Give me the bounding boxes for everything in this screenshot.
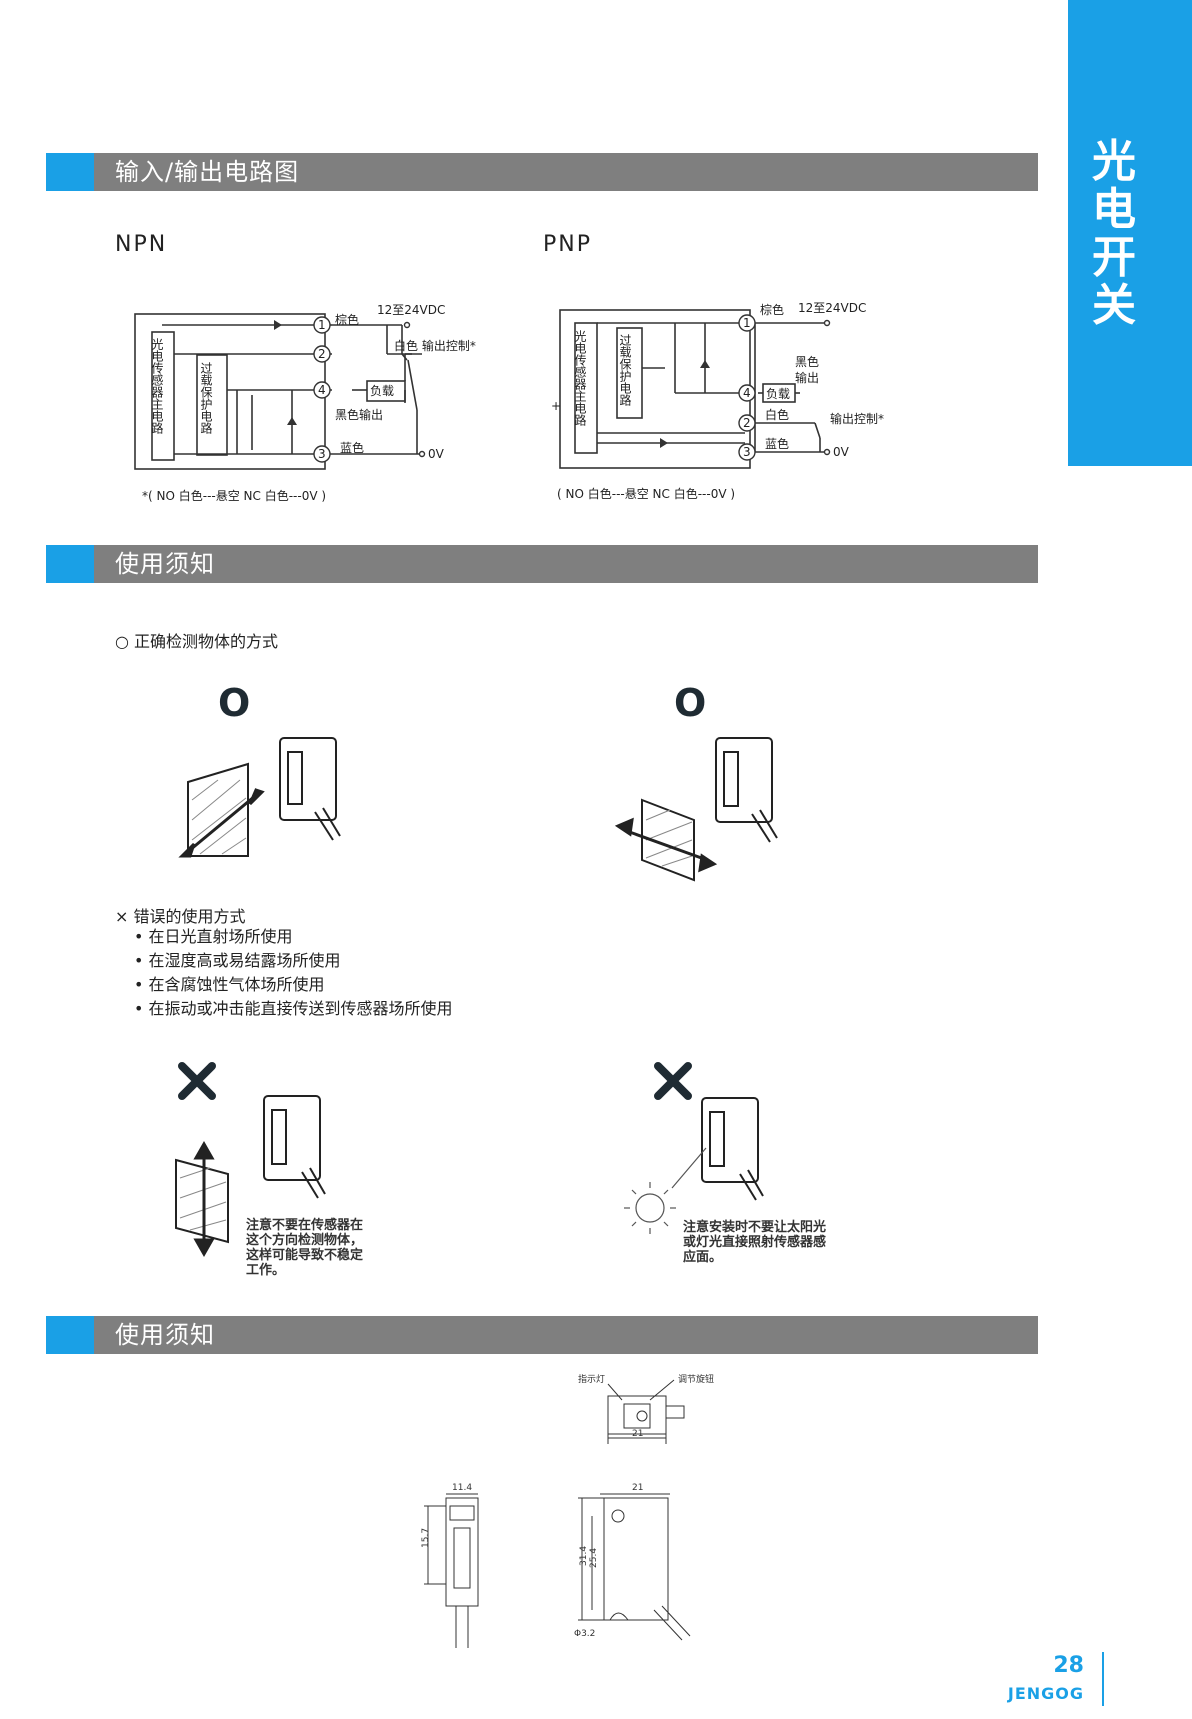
- pnp-pin-2: 2: [743, 416, 751, 430]
- pnp-note: ( NO 白色---悬空 NC 白色---0V ): [557, 486, 735, 501]
- npn-note: *( NO 白色---悬空 NC 白色---0V ): [142, 488, 326, 503]
- note-line: 注意安装时不要让太阳光: [683, 1220, 827, 1235]
- npn-load: 负载: [370, 384, 394, 398]
- npn-wire-brown: 棕色: [335, 312, 359, 327]
- pnp-load: 负载: [766, 387, 790, 401]
- note-line: 这样可能导致不稳定: [246, 1248, 364, 1263]
- npn-block-protect: 过载保护电路: [199, 362, 213, 435]
- wrong-note-1: 注意不要在传感器在 这个方向检测物体， 这样可能导致不稳定 工作。: [246, 1218, 363, 1278]
- pnp-pin-3: 3: [743, 445, 751, 459]
- npn-pin-1: 1: [318, 318, 326, 332]
- wrong-illustration-2: [624, 1062, 764, 1234]
- list-item: • 在含腐蚀性气体场所使用: [134, 975, 325, 994]
- dim-width-top: 21: [632, 1429, 643, 1439]
- side-tab: [1068, 0, 1192, 466]
- npn-supply: 12至24VDC: [377, 303, 445, 317]
- list-item: • 在振动或冲击能直接传送到传感器场所使用: [134, 999, 453, 1018]
- section-title-usage-2: 使用须知: [115, 1321, 215, 1349]
- side-tab-char: 关: [1092, 280, 1136, 331]
- knob-label: 调节旋钮: [678, 1373, 714, 1385]
- pnp-0v: 0V: [833, 445, 850, 459]
- pnp-circuit-diagram: 1 4 2 3 棕色 12至24VDC 黑色 输出 负载 白色 蓝色 输出控制*…: [551, 301, 884, 501]
- brand-name: JENGOG: [1007, 1684, 1084, 1703]
- side-tab-char: 开: [1092, 232, 1136, 283]
- dimension-front-view: 21 31.4 25.4 Φ3.2: [574, 1483, 691, 1641]
- side-tab-char: 电: [1092, 184, 1136, 235]
- indicator-label: 指示灯: [578, 1373, 605, 1385]
- correct-mark-icon: O: [218, 681, 250, 725]
- correct-illustration-2: O: [614, 681, 778, 882]
- page-rule: [1102, 1652, 1104, 1706]
- list-item: • 在日光直射场所使用: [134, 927, 293, 946]
- dimension-side-view: 11.4 15.7: [421, 1483, 479, 1648]
- side-tab-title: 光 电 开 关: [1086, 138, 1142, 330]
- list-item: • 在湿度高或易结露场所使用: [134, 951, 341, 970]
- correct-illustration-1: O: [178, 681, 341, 858]
- correct-heading: ○ 正确检测物体的方式: [115, 632, 279, 651]
- dim-31-4: 31.4: [579, 1546, 589, 1566]
- side-tab-char: 光: [1092, 136, 1136, 187]
- npn-wire-white: 白色 输出控制*: [394, 338, 476, 353]
- npn-label: NPN: [115, 232, 168, 257]
- pnp-wire-white: 白色: [765, 407, 789, 422]
- section-accent: [46, 1316, 94, 1354]
- pnp-plus: +: [551, 399, 561, 413]
- note-line: 应面。: [683, 1250, 723, 1265]
- wrong-heading: × 错误的使用方式: [115, 907, 246, 926]
- section-bar-usage: 使用须知: [46, 545, 1038, 583]
- npn-circuit-diagram: 1 2 4 3 棕色 12至24VDC 白色 输出控制* 负载 黑色输出 蓝色 …: [134, 303, 476, 503]
- sun-icon: [624, 1147, 707, 1234]
- section-accent: [46, 545, 94, 583]
- pnp-pin-1: 1: [743, 316, 751, 330]
- wrong-x-icon: [178, 1062, 216, 1100]
- pnp-block-main: 光电传感器主电路: [573, 330, 587, 427]
- section-title-usage: 使用须知: [115, 550, 215, 578]
- wrong-note-2: 注意安装时不要让太阳光 或灯光直接照射传感器感 应面。: [683, 1220, 826, 1265]
- section-accent: [46, 153, 94, 191]
- dim-hole: Φ3.2: [574, 1629, 595, 1639]
- pnp-wire-black: 黑色: [795, 355, 819, 369]
- section-bar-io: 输入/输出电路图: [46, 153, 1038, 191]
- pnp-wire-output: 输出: [795, 370, 819, 385]
- dim-25-4: 25.4: [589, 1548, 599, 1568]
- npn-pin-2: 2: [318, 347, 326, 361]
- npn-pin-3: 3: [318, 447, 326, 461]
- pnp-block-protect: 过载保护电路: [618, 334, 632, 407]
- section-bar-usage-2: 使用须知: [46, 1316, 1038, 1354]
- npn-wire-black: 黑色输出: [335, 407, 383, 422]
- dim-11-4: 11.4: [452, 1483, 472, 1493]
- pnp-label: PNP: [543, 232, 592, 257]
- npn-0v: 0V: [428, 447, 445, 461]
- page-number: 28: [1053, 1653, 1084, 1678]
- pnp-pin-4: 4: [743, 386, 751, 400]
- dimension-top-view: 指示灯 调节旋钮 21: [578, 1373, 714, 1444]
- npn-block-main: 光电传感器主电路: [150, 338, 164, 435]
- note-line: 这个方向检测物体，: [246, 1233, 364, 1248]
- section-title-io: 输入/输出电路图: [115, 158, 300, 186]
- correct-mark-icon: O: [674, 681, 706, 725]
- dim-15-7: 15.7: [421, 1528, 431, 1548]
- pnp-wire-brown: 棕色: [760, 302, 784, 317]
- pnp-output-control: 输出控制*: [830, 411, 884, 426]
- wrong-x-icon: [654, 1062, 692, 1100]
- note-line: 或灯光直接照射传感器感: [683, 1235, 827, 1250]
- pnp-supply: 12至24VDC: [798, 301, 866, 315]
- wrong-illustration-1: [175, 1062, 326, 1258]
- pnp-wire-blue: 蓝色: [765, 437, 789, 451]
- note-line: 注意不要在传感器在: [246, 1218, 364, 1233]
- dim-21: 21: [632, 1483, 643, 1493]
- npn-pin-4: 4: [318, 383, 326, 397]
- npn-wire-blue: 蓝色: [340, 441, 364, 455]
- note-line: 工作。: [246, 1263, 286, 1278]
- wrong-list: • 在日光直射场所使用 • 在湿度高或易结露场所使用 • 在含腐蚀性气体场所使用…: [134, 925, 453, 1021]
